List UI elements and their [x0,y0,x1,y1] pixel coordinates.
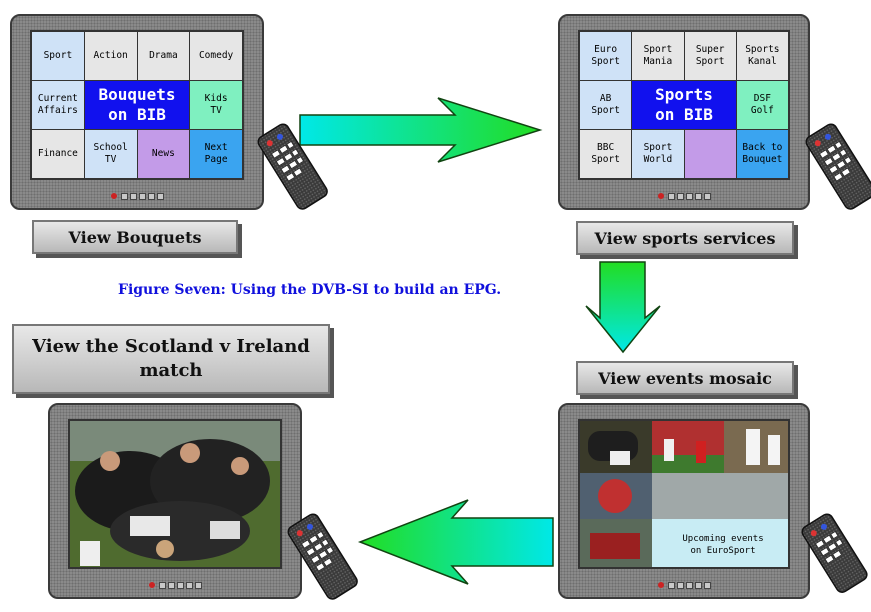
mosaic-tile-cricket [724,421,788,473]
channel-cell[interactable]: BBC Sport [580,130,632,178]
tv-buttons [50,582,300,589]
channel-cell[interactable]: Sports Kanal [736,32,788,80]
tv-buttons [560,193,808,200]
arrow-right-icon [299,97,543,163]
view-bouquets-label: View Bouquets [32,220,238,254]
channel-cell[interactable]: Next Page [190,130,242,178]
upcoming-events-text: Upcoming events on EuroSport [652,519,788,567]
tv-mosaic: Upcoming events on EuroSport [558,403,810,599]
tv-match [48,403,302,599]
center-title-cell: Bouquets on BIB [84,81,190,129]
channel-cell[interactable]: Kids TV [190,81,242,129]
channel-cell[interactable]: Sport Mania [632,32,684,80]
power-led-icon [657,193,664,199]
view-sports-label: View sports services [576,221,794,255]
view-match-label: View the Scotland v Ireland match [12,324,330,394]
mosaic-tile-motor [580,519,652,567]
match-screen [68,419,282,569]
mosaic-tile-crowd [652,473,788,519]
power-led-icon [110,193,117,199]
arrow-left-icon [357,499,554,585]
figure-caption: Figure Seven: Using the DVB-SI to build … [118,282,502,298]
channel-cell[interactable]: Sport World [632,130,684,178]
channel-cell[interactable]: Super Sport [684,32,736,80]
channel-cell[interactable]: News [137,130,190,178]
rugby-scrum-image [70,421,280,567]
tv-buttons [560,582,808,589]
channel-cell[interactable]: Sport [32,32,84,80]
mosaic-tile-action [580,473,652,519]
channel-cell[interactable]: DSF Golf [736,81,788,129]
channel-cell[interactable]: AB Sport [580,81,632,129]
center-title-cell: Sports on BIB [632,81,736,129]
channel-cell[interactable]: Comedy [190,32,242,80]
channel-cell[interactable]: Finance [32,130,84,178]
channel-cell[interactable]: Euro Sport [580,32,632,80]
channel-cell[interactable]: Action [84,32,137,80]
mosaic-tile-rugby [580,421,652,473]
power-led-icon [148,582,155,588]
channel-cell[interactable]: Current Affairs [32,81,84,129]
view-mosaic-label: View events mosaic [576,361,794,395]
arrow-down-icon [585,261,661,354]
tv-buttons [12,193,262,200]
mosaic-tile-football [652,421,724,473]
power-led-icon [657,582,664,588]
channel-cell[interactable]: School TV [84,130,137,178]
channel-cell[interactable] [684,130,736,178]
mosaic-screen: Upcoming events on EuroSport [578,419,790,569]
channel-cell[interactable]: Drama [137,32,190,80]
channel-cell[interactable]: Back to Bouquet [736,130,788,178]
